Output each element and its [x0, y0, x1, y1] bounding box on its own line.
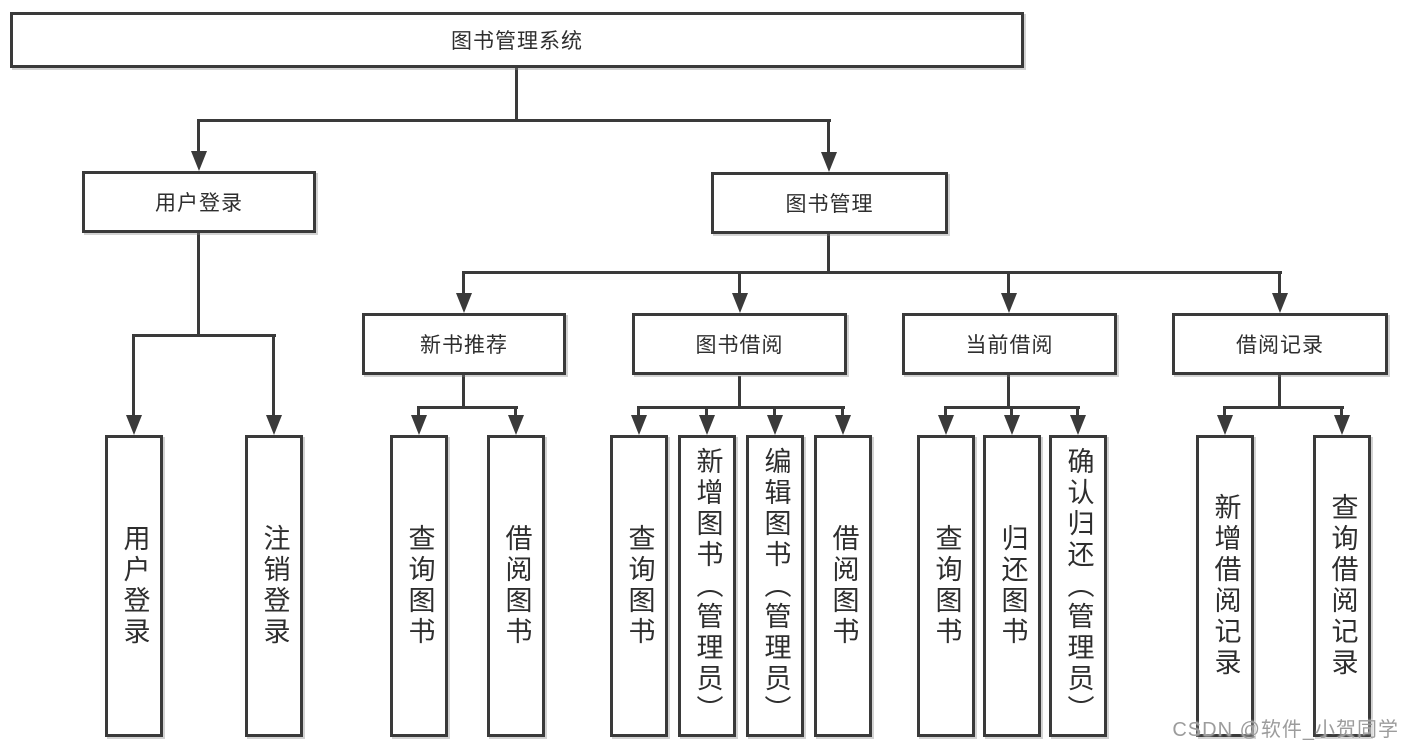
- leaf-records-add-record: 新增借阅记录: [1196, 435, 1254, 737]
- connector-vline: [1278, 375, 1281, 407]
- connector-vline: [197, 233, 200, 335]
- connector-hline: [1223, 406, 1344, 409]
- arrow-shaft: [1010, 407, 1013, 415]
- arrow-shaft: [132, 335, 135, 415]
- arrowhead-down-icon: [699, 415, 715, 435]
- connector-hline: [417, 406, 518, 409]
- arrowhead-down-icon: [1004, 415, 1020, 435]
- arrow-shaft: [738, 272, 741, 293]
- arrow-shaft: [1223, 407, 1226, 415]
- arrow-shaft: [197, 120, 200, 151]
- connector-hline: [197, 119, 831, 122]
- node-borrow-records: 借阅记录: [1172, 313, 1388, 375]
- connector-vline: [462, 375, 465, 407]
- leaf-records-query-record: 查询借阅记录: [1313, 435, 1371, 737]
- leaf-current-query-books: 查询图书: [917, 435, 975, 737]
- arrow-shaft: [705, 407, 708, 415]
- arrowhead-down-icon: [1334, 415, 1350, 435]
- connector-hline: [132, 334, 276, 337]
- leaf-borrow-add-books-admin: 新增图书（管理员）: [678, 435, 736, 737]
- arrowhead-down-icon: [821, 152, 837, 172]
- connector-vline: [515, 68, 518, 120]
- csdn-watermark: CSDN @软件_小贺同学: [1172, 719, 1399, 741]
- arrowhead-down-icon: [767, 415, 783, 435]
- arrow-shaft: [944, 407, 947, 415]
- connector-hline: [462, 271, 1282, 274]
- leaf-user-login: 用户登录: [105, 435, 163, 737]
- arrowhead-down-icon: [126, 415, 142, 435]
- arrowhead-down-icon: [508, 415, 524, 435]
- arrow-shaft: [462, 272, 465, 293]
- connector-vline: [1007, 375, 1010, 407]
- leaf-logout: 注销登录: [245, 435, 303, 737]
- leaf-borrow-edit-books-admin: 编辑图书（管理员）: [746, 435, 804, 737]
- arrow-shaft: [1076, 407, 1079, 415]
- arrow-shaft: [1278, 272, 1281, 293]
- leaf-current-confirm-return-admin: 确认归还（管理员）: [1049, 435, 1107, 737]
- leaf-recommend-query-books: 查询图书: [390, 435, 448, 737]
- arrow-shaft: [272, 335, 275, 415]
- arrow-shaft: [827, 120, 830, 152]
- arrowhead-down-icon: [732, 293, 748, 313]
- arrow-shaft: [773, 407, 776, 415]
- arrow-shaft: [1007, 272, 1010, 293]
- arrowhead-down-icon: [1272, 293, 1288, 313]
- node-new-book-recommend: 新书推荐: [362, 313, 566, 375]
- leaf-recommend-borrow-books: 借阅图书: [487, 435, 545, 737]
- leaf-current-return-books: 归还图书: [983, 435, 1041, 737]
- arrow-shaft: [841, 407, 844, 415]
- node-book-management: 图书管理: [711, 172, 948, 234]
- connector-hline: [637, 406, 845, 409]
- connector-vline: [738, 376, 741, 407]
- arrowhead-down-icon: [266, 415, 282, 435]
- connector-vline: [827, 234, 830, 272]
- node-current-borrow: 当前借阅: [902, 313, 1117, 375]
- arrowhead-down-icon: [631, 415, 647, 435]
- arrowhead-down-icon: [456, 293, 472, 313]
- node-root: 图书管理系统: [10, 12, 1024, 68]
- arrow-shaft: [637, 407, 640, 415]
- arrow-shaft: [417, 407, 420, 415]
- arrowhead-down-icon: [835, 415, 851, 435]
- arrowhead-down-icon: [938, 415, 954, 435]
- arrow-shaft: [1340, 407, 1343, 415]
- arrowhead-down-icon: [1001, 293, 1017, 313]
- leaf-borrow-borrow-books: 借阅图书: [814, 435, 872, 737]
- arrowhead-down-icon: [191, 151, 207, 171]
- node-user-login: 用户登录: [82, 171, 316, 233]
- arrowhead-down-icon: [411, 415, 427, 435]
- arrowhead-down-icon: [1070, 415, 1086, 435]
- leaf-borrow-query-books: 查询图书: [610, 435, 668, 737]
- arrowhead-down-icon: [1217, 415, 1233, 435]
- arrow-shaft: [514, 407, 517, 415]
- node-book-borrow: 图书借阅: [632, 313, 847, 375]
